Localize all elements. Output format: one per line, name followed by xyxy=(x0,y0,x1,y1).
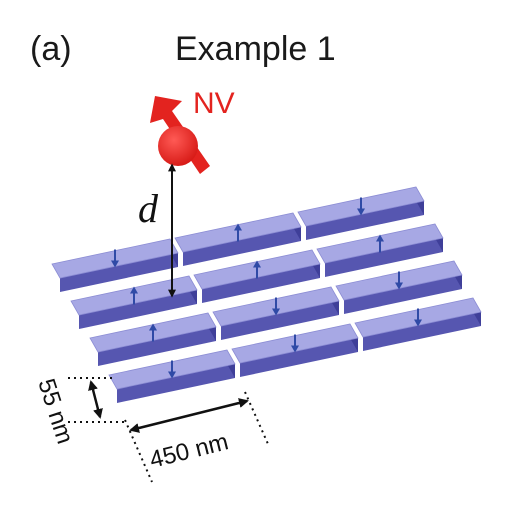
nanomagnet xyxy=(193,249,321,303)
moment-arrow-head xyxy=(291,345,299,353)
magnet-front-face xyxy=(79,290,197,329)
nanomagnet xyxy=(316,223,444,277)
nv-spin-sphere xyxy=(158,126,198,166)
moment-arrow-head xyxy=(111,260,119,268)
magnet-front-face xyxy=(221,301,339,340)
magnet-front-face xyxy=(363,312,481,351)
height-label: 55 nm xyxy=(32,376,78,448)
moment-arrow-head xyxy=(149,323,157,331)
figure-title: Example 1 xyxy=(175,30,336,68)
moment-arrow-head xyxy=(414,319,422,327)
nanomagnet xyxy=(297,186,425,240)
magnet-front-face xyxy=(98,327,216,366)
width-dim-guide-right xyxy=(244,391,269,445)
nanomagnet xyxy=(231,323,359,377)
nanomagnet xyxy=(212,286,340,340)
width-label: 450 nm xyxy=(147,428,231,474)
magnet-front-face xyxy=(202,264,320,303)
moment-arrow-head xyxy=(272,308,280,316)
nanomagnet xyxy=(335,260,463,314)
magnet-front-face xyxy=(325,238,443,277)
nanomagnet xyxy=(70,275,198,329)
magnet-front-face xyxy=(117,364,235,403)
nanomagnet xyxy=(174,212,302,266)
moment-arrow-head xyxy=(130,286,138,294)
magnet-front-face xyxy=(60,253,178,292)
distance-label: d xyxy=(138,186,159,231)
magnet-array xyxy=(51,186,482,403)
nanomagnet xyxy=(89,312,217,366)
magnet-front-face xyxy=(344,275,462,314)
nv-label: NV xyxy=(193,87,235,120)
nanomagnet xyxy=(108,349,236,403)
width-dim-arrow xyxy=(129,398,249,433)
height-dim-arrow xyxy=(88,380,103,419)
magnet-front-face xyxy=(183,227,301,266)
nv-center xyxy=(150,96,210,174)
moment-arrow-head xyxy=(234,223,242,231)
panel-label: (a) xyxy=(30,30,72,68)
moment-arrow-head xyxy=(253,260,261,268)
moment-arrow-head xyxy=(376,234,384,242)
magnet-front-face xyxy=(306,201,424,240)
moment-arrow-head xyxy=(395,282,403,290)
moment-arrow-head xyxy=(168,371,176,379)
nanomagnet xyxy=(354,297,482,351)
moment-arrow-head xyxy=(357,208,365,216)
magnet-front-face xyxy=(240,338,358,377)
